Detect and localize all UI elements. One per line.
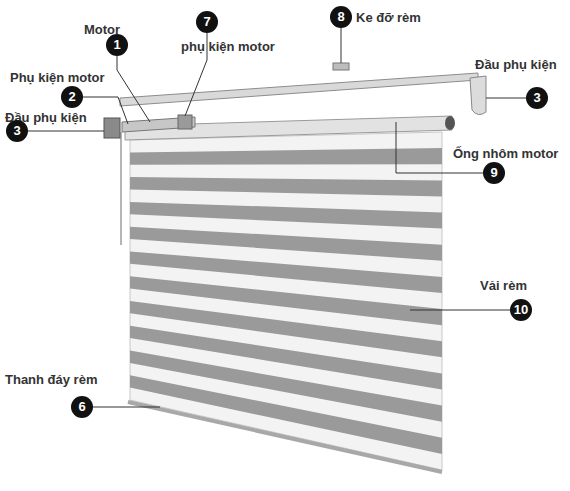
callout-number: 10: [510, 299, 532, 321]
fabric: [130, 132, 442, 470]
callout-number: 9: [483, 162, 505, 184]
callout-number: 3: [6, 120, 28, 142]
part-label: Đầu phụ kiện: [475, 57, 557, 73]
bottom-bar: [128, 402, 442, 472]
part-label: Ống nhôm motor: [453, 146, 558, 162]
part-label: Vải rèm: [480, 278, 527, 294]
chain: [120, 132, 122, 245]
tube-end: [445, 116, 455, 130]
callout-number: 1: [106, 34, 128, 56]
end-bracket: [104, 118, 120, 138]
fabric-stripes: [130, 148, 442, 454]
callout-number: 2: [61, 86, 83, 108]
callout-number: 8: [330, 6, 352, 28]
rail-bracket: [333, 63, 349, 70]
callout-number: 3: [526, 87, 548, 109]
part-label: Ke đỡ rèm: [356, 10, 421, 26]
callout-number: 6: [71, 396, 93, 418]
callout-number: 7: [196, 11, 218, 33]
part-label: Phụ kiện motor: [10, 70, 105, 86]
part-label: Thanh đáy rèm: [5, 372, 97, 388]
top-rail: [120, 73, 478, 106]
part-label: phụ kiện motor: [181, 39, 275, 55]
end-bracket: [470, 76, 486, 115]
motor-accessory: [178, 115, 192, 129]
